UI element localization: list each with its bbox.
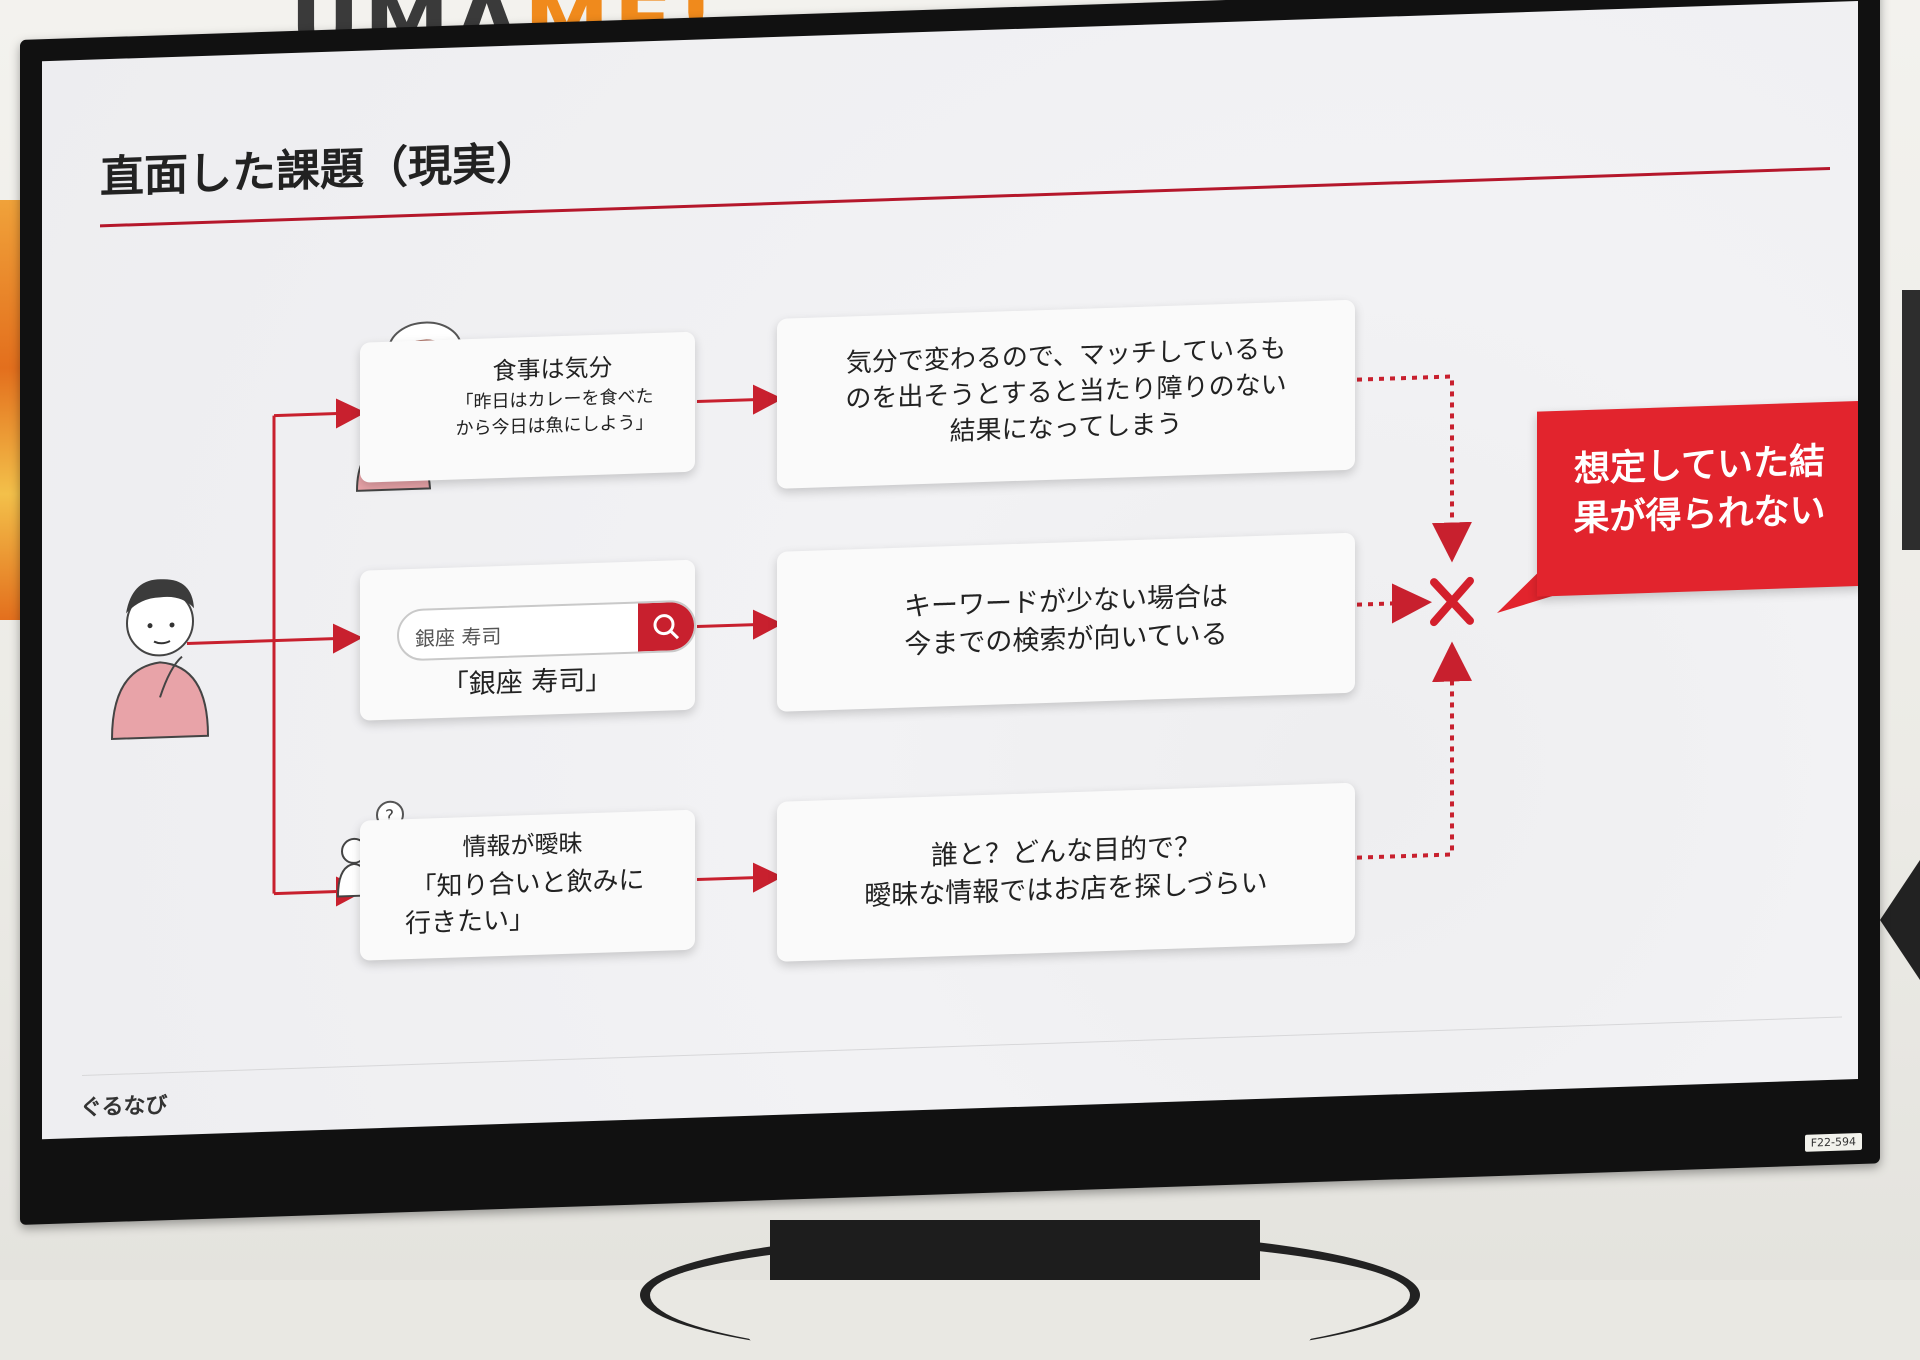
arrow-cause3-effect3: [697, 862, 783, 893]
search-button[interactable]: [638, 601, 694, 652]
result-text: 想定していた結 果が得られない: [1537, 437, 1858, 545]
effect-card-vague: 誰と？どんな目的で？ 曖昧な情報ではお店を探しづらい: [777, 782, 1355, 962]
search-input[interactable]: 銀座 寿司: [415, 624, 502, 651]
result-line2: 果が得られない: [1573, 489, 1826, 540]
result-callout: 想定していた結 果が得られない: [1537, 400, 1858, 597]
dotted-arrow-effect1: [1357, 374, 1472, 563]
search-bar[interactable]: 銀座 寿司: [397, 599, 696, 662]
question-mark-text: ?: [385, 807, 394, 827]
effect-card-mood: 気分で変わるので、マッチしているも のを出そうとすると当たり障りのない 結果にな…: [777, 299, 1355, 489]
effect-card-keyword: キーワードが少ない場合は 今までの検索が向いている: [777, 532, 1355, 712]
arrow-cause1-effect1: [697, 384, 783, 415]
monitor-stand-post: [770, 1220, 1260, 1280]
dotted-arrow-effect3: [1357, 641, 1472, 860]
backdrop-glyph: [1902, 290, 1920, 550]
cause-card-vague: 情報が曖昧 「知り合いと飲みに 行きたい」: [360, 809, 695, 961]
cause-vague-quote-line2: 行きたい」: [404, 904, 535, 940]
gurunavi-logo: ぐるなび: [80, 1093, 168, 1122]
arrow-person-to-mid: [187, 623, 363, 654]
cross-icon: [1430, 576, 1474, 627]
monitor-sticker: F22-594: [1804, 1132, 1862, 1152]
backdrop-chevron-icon: [1880, 860, 1920, 980]
cause-vague-quote-line1: 「知り合いと飲みに: [410, 865, 645, 904]
arrow-to-cause1: [274, 398, 366, 429]
thinking-person-icon: [110, 579, 210, 740]
arrow-cause2-effect2: [697, 609, 783, 640]
dotted-arrow-effect2: [1357, 583, 1432, 624]
search-icon: [653, 614, 680, 640]
monitor: 直面した課題（現実）: [20, 0, 1880, 1225]
cause-vague-title: 情報が曖昧: [462, 829, 583, 862]
cause-card-mood: 食事は気分 「昨日はカレーを食べた から今日は魚にしよう」: [360, 331, 695, 483]
slide-screen: 直面した課題（現実）: [42, 1, 1858, 1140]
